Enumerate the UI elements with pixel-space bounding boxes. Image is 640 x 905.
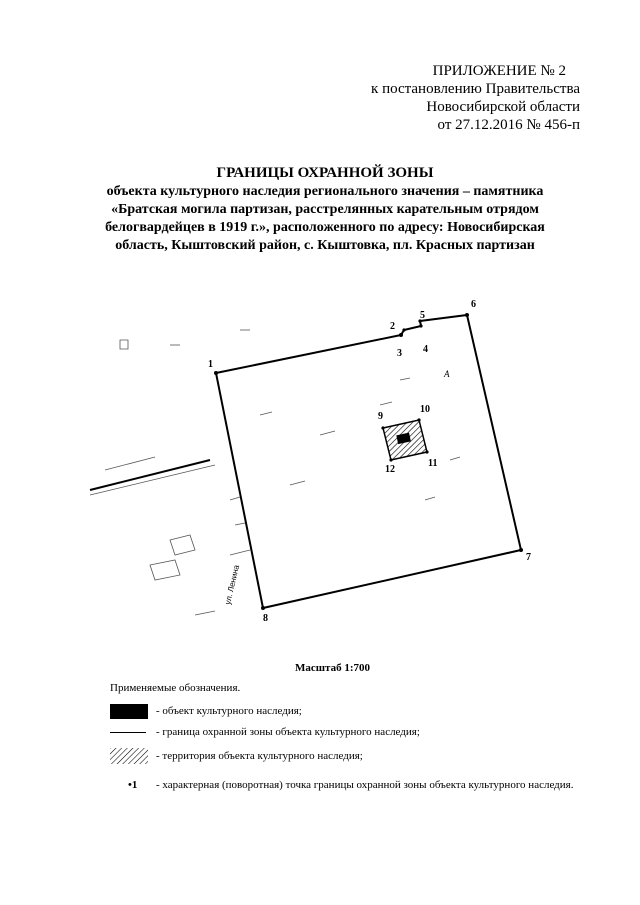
point-label-12: 12 <box>385 464 395 475</box>
appendix-decree: к постановлению Правительства <box>371 81 580 97</box>
point-label-7: 7 <box>526 552 531 563</box>
title-line-1: объекта культурного наследия регионально… <box>106 184 544 199</box>
legend-object-swatch <box>110 704 148 719</box>
legend-point-text: - характерная (поворотная) точка границы… <box>156 779 574 791</box>
point-label-3: 3 <box>397 348 402 359</box>
legend-territory-swatch <box>110 748 148 767</box>
appendix-region: Новосибирской области <box>426 99 580 115</box>
heritage-object <box>396 432 411 445</box>
title-line-3: белогвардейцев в 1919 г.», расположенног… <box>105 220 545 235</box>
site-plan-drawing: 1 2 3 4 5 6 7 8 9 10 11 12 А ул. Ленина <box>89 299 531 624</box>
street-label: ул. Ленина <box>223 564 241 606</box>
legend-boundary-line <box>110 732 146 733</box>
point-label-1: 1 <box>208 359 213 370</box>
appendix-date: от 27.12.2016 № 456-п <box>437 117 580 133</box>
appendix-number: ПРИЛОЖЕНИЕ № 2 <box>432 63 566 79</box>
legend-point-symbol: •1 <box>128 779 138 791</box>
map-scale: Масштаб 1:700 <box>295 662 371 674</box>
legend-boundary-text: - граница охранной зоны объекта культурн… <box>156 726 420 738</box>
zone-letter-a: А <box>443 369 450 379</box>
boundary-points <box>214 313 523 610</box>
document-title: ГРАНИЦЫ ОХРАННОЙ ЗОНЫ объекта культурног… <box>95 164 555 255</box>
title-main: ГРАНИЦЫ ОХРАННОЙ ЗОНЫ <box>216 165 434 181</box>
legend-territory-text: - территория объекта культурного наследи… <box>156 750 363 762</box>
point-label-8: 8 <box>263 613 268 624</box>
title-line-4: область, Кыштовский район, с. Кыштовка, … <box>115 238 535 253</box>
title-line-2: «Братская могила партизан, расстрелянных… <box>111 202 539 217</box>
site-plan: 1 2 3 4 5 6 7 8 9 10 11 12 А ул. Ленина <box>80 285 560 655</box>
point-label-4: 4 <box>423 344 428 355</box>
legend-object-text: - объект культурного наследия; <box>156 705 302 717</box>
point-label-10: 10 <box>420 404 430 415</box>
point-label-11: 11 <box>428 458 437 469</box>
legend-heading: Применяемые обозначения. <box>110 682 241 694</box>
point-label-2: 2 <box>390 321 395 332</box>
zone-boundary <box>214 313 523 610</box>
point-label-5: 5 <box>420 310 425 321</box>
background-map <box>89 329 461 616</box>
point-label-6: 6 <box>471 299 476 310</box>
point-label-9: 9 <box>378 411 383 422</box>
appendix-block: ПРИЛОЖЕНИЕ № 2 к постановлению Правитель… <box>280 62 580 134</box>
